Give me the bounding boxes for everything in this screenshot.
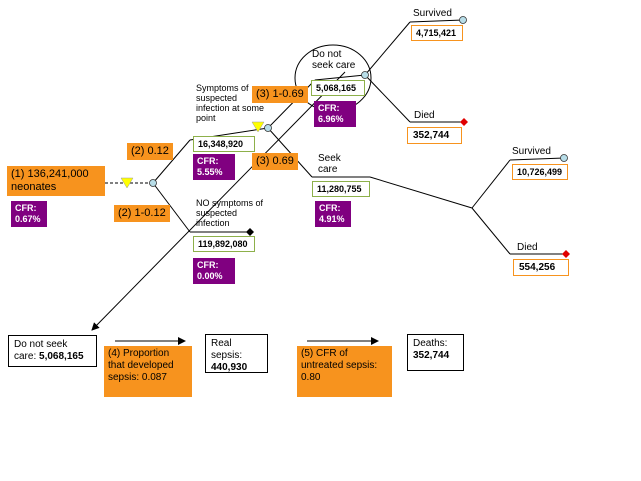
bottom-no-care-value: 5,068,165: [39, 351, 84, 362]
care-survived-value: 10,726,499: [512, 164, 568, 180]
no-care-died-label: Died: [414, 110, 435, 121]
prob-care: (3) 0.69: [252, 153, 298, 170]
branch-root-symptoms: [152, 139, 191, 184]
care-died-label: Died: [517, 242, 538, 253]
prob-symptoms: (2) 0.12: [127, 143, 173, 160]
bottom-proportion: (4) Proportion that developed sepsis: 0.…: [104, 346, 192, 397]
no-care-label: Do not seek care: [312, 49, 356, 71]
seek-care-label: Seek care: [318, 153, 341, 175]
terminal-care-died: [562, 250, 570, 258]
bottom-deaths-box: Deaths: 352,744: [407, 334, 464, 371]
no-care-cfr: CFR: 6.96%: [314, 101, 356, 127]
no-care-survived-label: Survived: [413, 8, 452, 19]
symptoms-cfr: CFR: 5.55%: [193, 154, 235, 180]
terminal-no-symptoms: [246, 228, 254, 236]
branch-seek-care-to-node: [369, 176, 473, 209]
symptoms-label: Symptoms of suspected infection at some …: [196, 83, 265, 123]
branch-root-no-symptoms: [152, 182, 191, 233]
bottom-sepsis-label: Real sepsis:: [211, 338, 243, 361]
bottom-sepsis-value: 440,930: [211, 362, 248, 373]
terminal-no-care-died: [460, 118, 468, 126]
branch-node-seek-care: [267, 127, 313, 178]
chance-node-root: [149, 179, 157, 187]
care-died-value: 554,256: [513, 259, 569, 276]
branch-survived-line: [409, 19, 464, 23]
bottom-deaths-value: 352,744: [413, 350, 450, 361]
prob-no-care: (3) 1-0.69: [252, 86, 308, 103]
diagonal-arrow: [91, 71, 346, 331]
bottom-deaths-label: Deaths:: [413, 338, 448, 349]
symptoms-value: 16,348,920: [193, 136, 255, 152]
chance-node-no-care: [361, 71, 369, 79]
no-symptoms-cfr: CFR: 0.00%: [193, 258, 235, 284]
bottom-no-care-box: Do not seek care: 5,068,165: [8, 335, 97, 367]
bottom-no-care-label: Do not seek care:: [14, 339, 68, 362]
chance-node-symptoms: [264, 124, 272, 132]
no-care-died-value: 352,744: [407, 127, 462, 144]
root-cfr: CFR: 0.67%: [11, 201, 47, 227]
no-care-value: 5,068,165: [311, 80, 365, 96]
branch-care-survived: [471, 159, 511, 209]
branch-care-survived-line: [509, 157, 565, 161]
no-care-survived-value: 4,715,421: [411, 25, 463, 41]
chance-node-survived: [459, 16, 467, 24]
prob-no-symptoms: (2) 1-0.12: [114, 205, 170, 222]
chance-node-care-survived: [560, 154, 568, 162]
seek-care-value: 11,280,755: [312, 181, 370, 197]
no-symptoms-label: NO symptoms of suspected infection: [196, 198, 264, 228]
no-symptoms-value: 119,892,080: [193, 236, 255, 252]
bottom-cfr-untreated: (5) CFR of untreated sepsis: 0.80: [297, 346, 392, 397]
yellow-marker-symptoms: [251, 121, 265, 133]
branch-no-care-died: [364, 74, 411, 123]
care-survived-label: Survived: [512, 146, 551, 157]
bottom-sepsis-box: Real sepsis: 440,930: [205, 334, 268, 373]
branch-no-care-survived: [364, 21, 411, 76]
branch-care-died: [471, 207, 511, 255]
root-label: (1) 136,241,000 neonates: [7, 166, 105, 196]
seek-care-cfr: CFR: 4.91%: [315, 201, 351, 227]
yellow-marker-root: [120, 177, 134, 189]
